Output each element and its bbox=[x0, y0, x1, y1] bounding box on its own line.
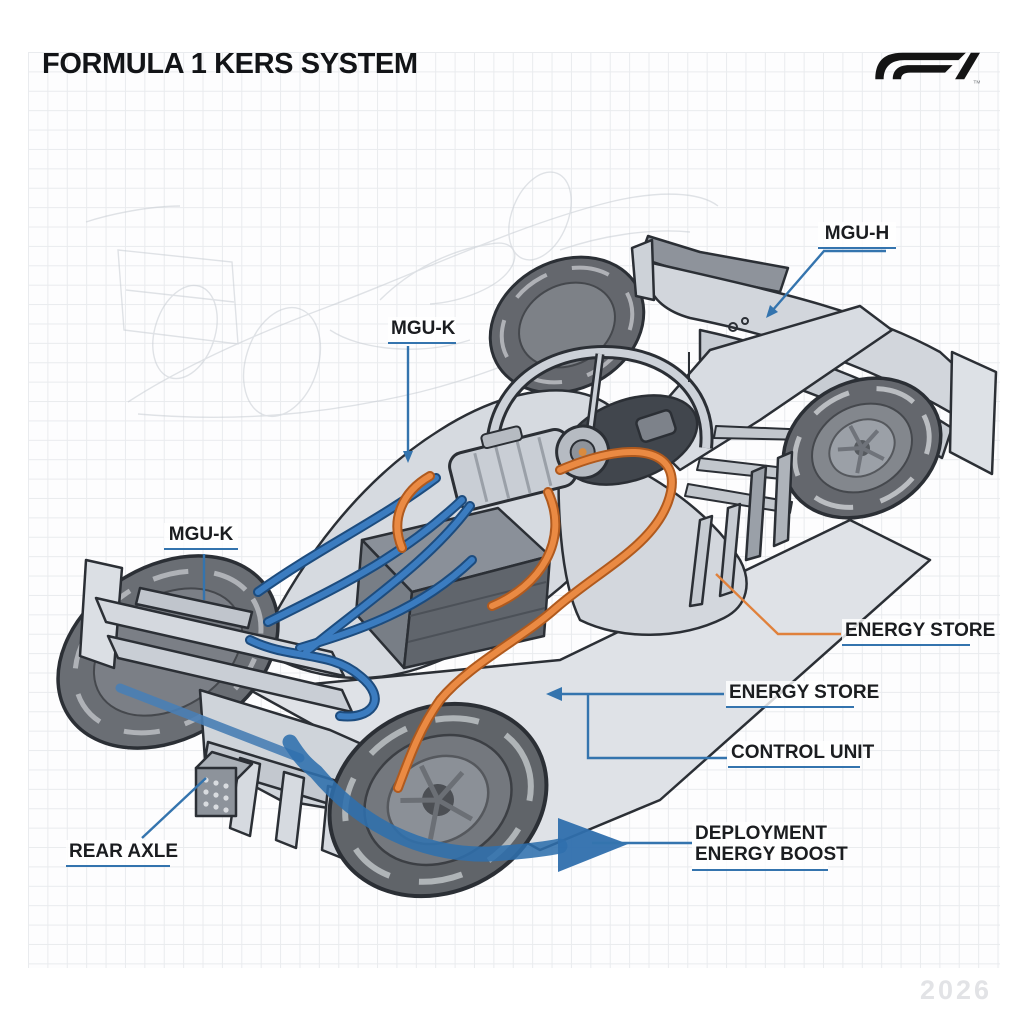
year-watermark: 2026 bbox=[920, 975, 993, 1005]
page-title: FORMULA 1 KERS SYSTEM bbox=[42, 48, 418, 80]
trademark-text: TM bbox=[973, 79, 980, 85]
deployment-label-line1: DEPLOYMENT bbox=[695, 823, 827, 844]
label-energy-store-right: ENERGY STORE bbox=[842, 619, 995, 647]
label-rear-axle: REAR AXLE bbox=[66, 840, 178, 868]
label-mgu-h: MGU-H bbox=[818, 222, 896, 250]
label-mgu-k-left: MGU-K bbox=[164, 523, 238, 551]
label-deployment-energy-boost: DEPLOYMENT ENERGY BOOST bbox=[692, 822, 848, 871]
deployment-label-line2: ENERGY BOOST bbox=[695, 844, 848, 866]
blueprint-grid-background bbox=[28, 52, 1000, 968]
label-mgu-k-top: MGU-K bbox=[388, 317, 456, 345]
label-control-unit: CONTROL UNIT bbox=[728, 741, 874, 769]
label-energy-store-mid: ENERGY STORE bbox=[726, 681, 879, 709]
f1-logo: TM bbox=[875, 52, 980, 85]
